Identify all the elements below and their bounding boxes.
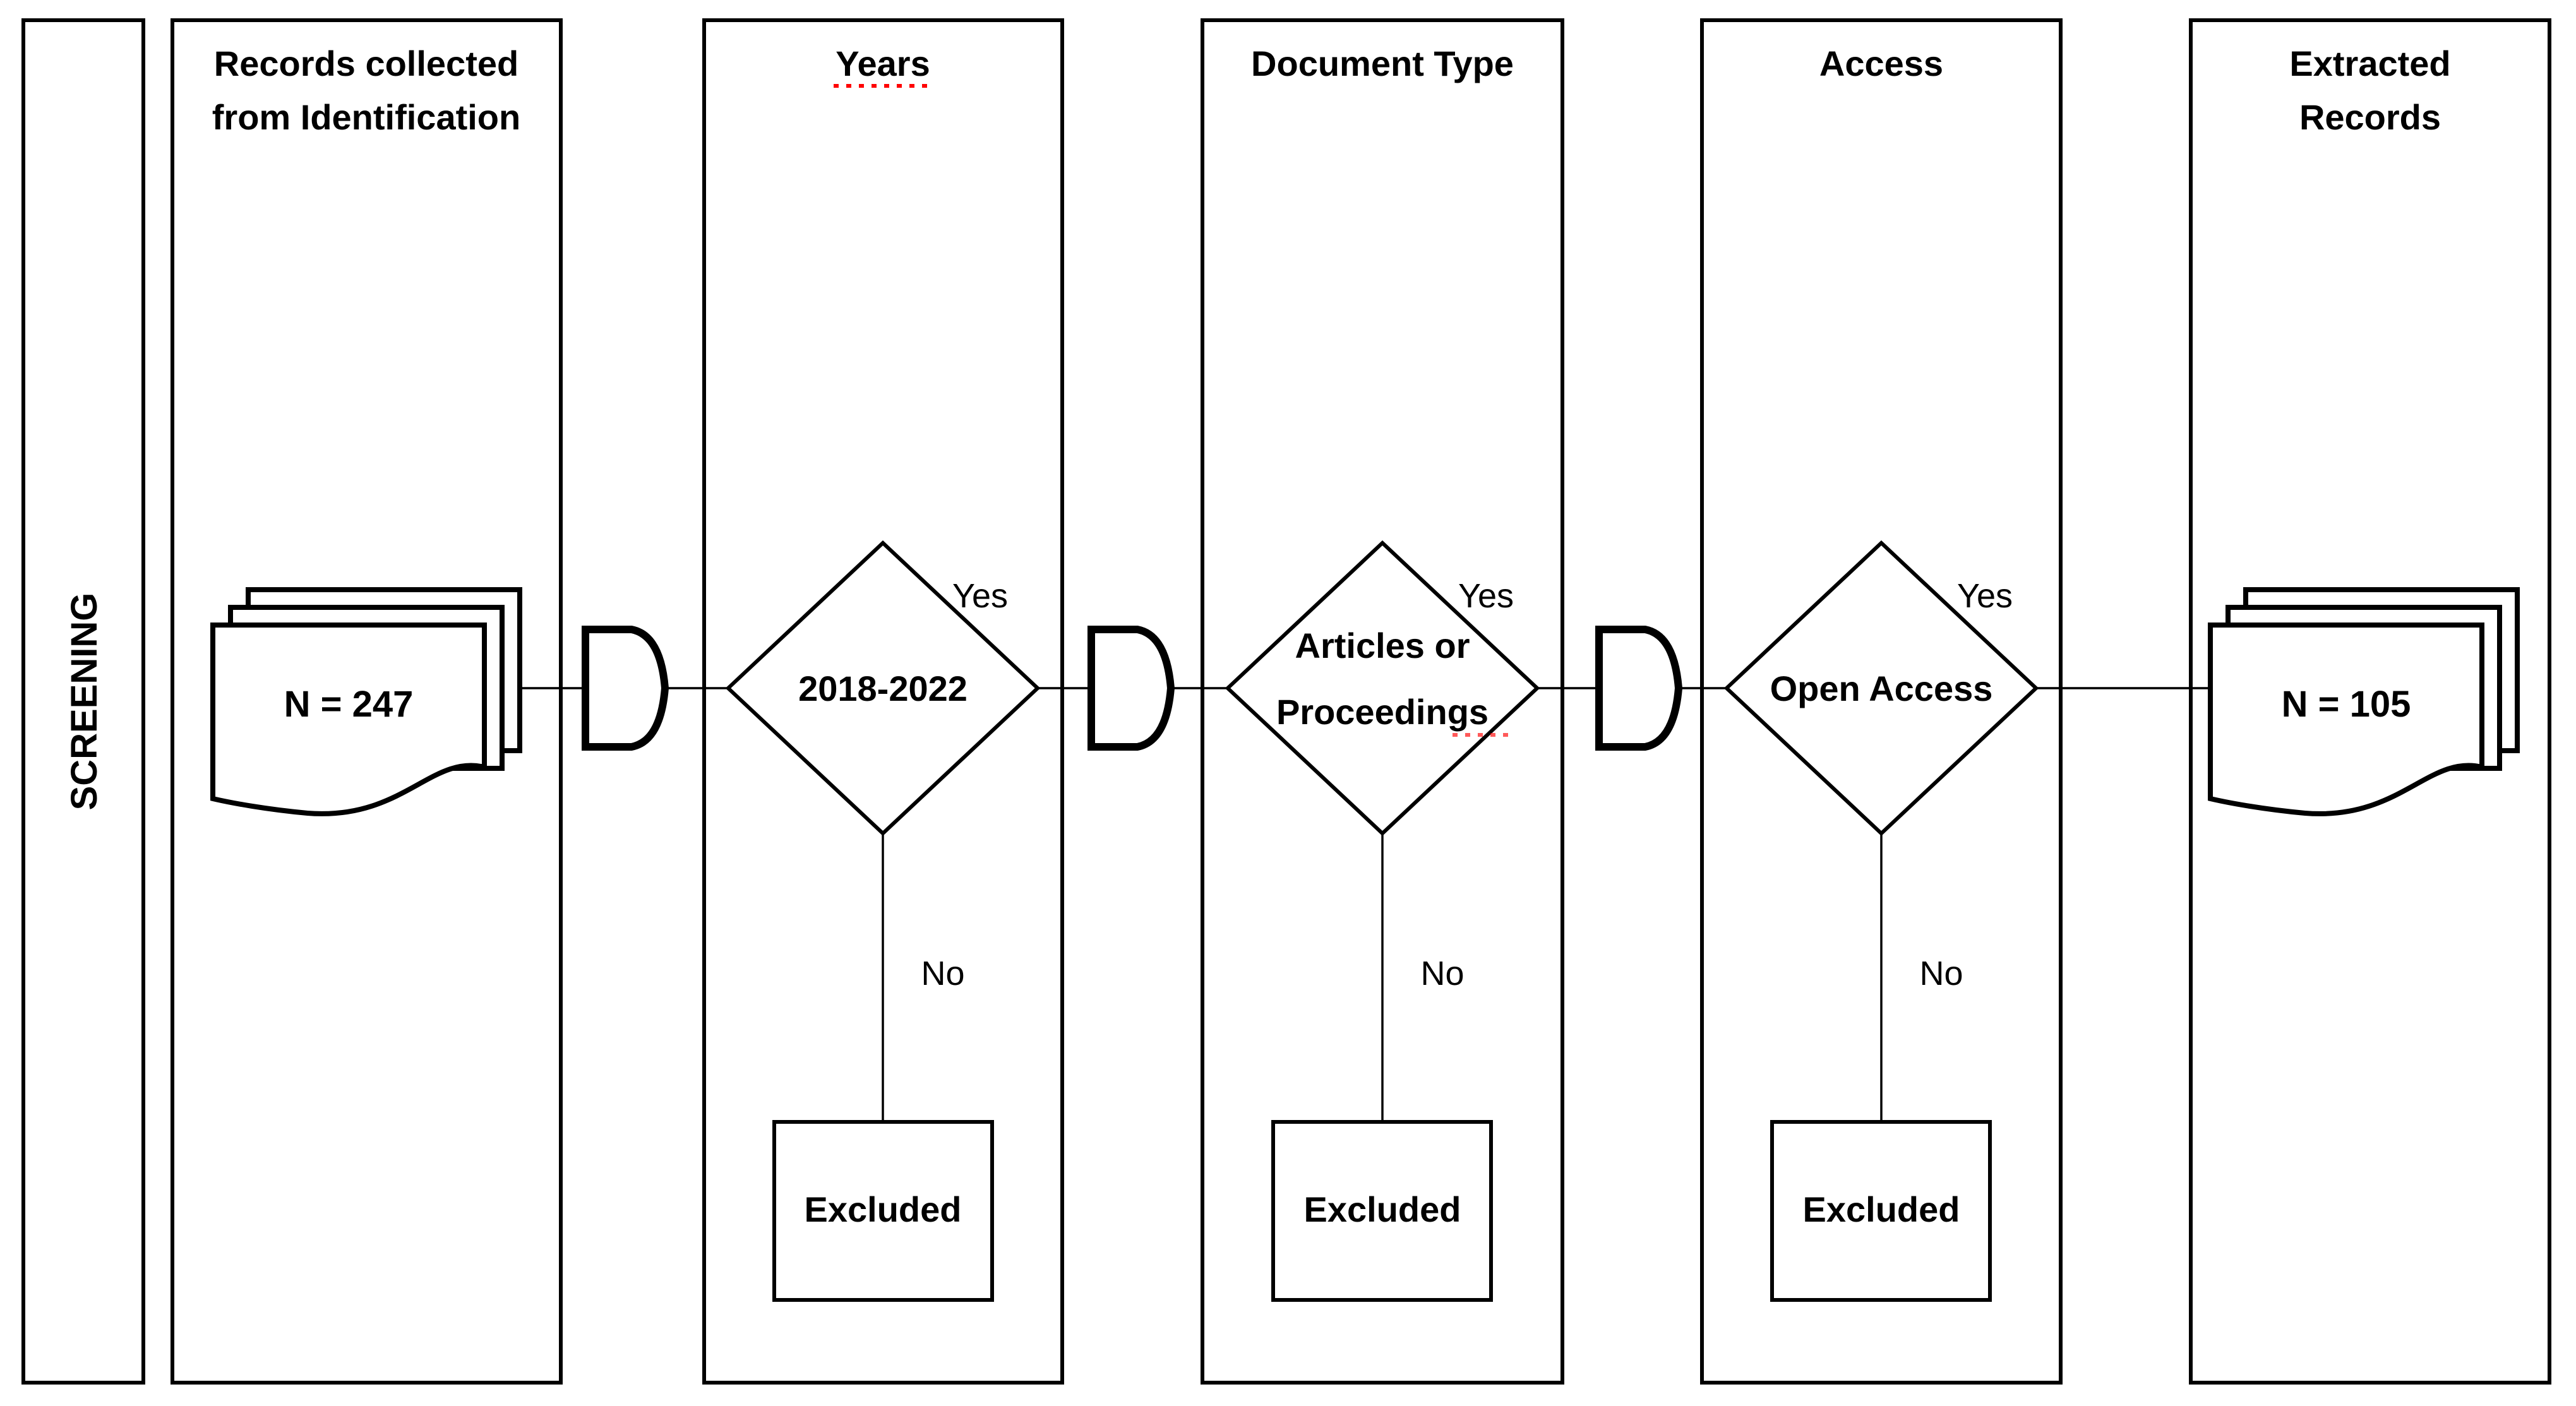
no-label-access: No: [1919, 955, 1963, 992]
decision-diamond-document-type: [1225, 540, 1540, 837]
document-page-front-icon: [210, 623, 487, 816]
decision-diamond-years: [725, 540, 1041, 837]
panel-title-extracted-line1: Extracted: [2289, 44, 2450, 83]
panel-title-extracted-line2: Records: [2299, 97, 2441, 137]
panel-title-document-type: Document Type: [1251, 44, 1514, 83]
yes-label-access: Yes: [1957, 577, 2013, 615]
document-stack-start: N = 247: [210, 587, 522, 816]
document-page-front-icon: [2208, 623, 2484, 816]
panel-title-records-line1: Records collected: [214, 44, 518, 83]
decision-label-years: 2018-2022: [798, 669, 967, 708]
excluded-label-access: Excluded: [1803, 1189, 1960, 1229]
yes-label-document-type: Yes: [1458, 577, 1514, 615]
panel-title-records-line2: from Identification: [212, 97, 520, 137]
excluded-box-access: [1770, 1120, 1992, 1302]
flow-connector-icon-2: [1087, 626, 1175, 751]
excluded-box-document-type: [1271, 1120, 1493, 1302]
decision-label-document-type-line1: Articles or: [1295, 626, 1470, 665]
excluded-label-years: Excluded: [805, 1189, 962, 1229]
no-label-years: No: [921, 955, 964, 992]
panel-title-years: Years: [836, 44, 930, 83]
flow-connector-icon-1: [582, 626, 669, 751]
document-stack-end: N = 105: [2208, 587, 2520, 816]
decision-label-document-type-line2: Proceedings: [1276, 692, 1489, 732]
screening-lane-box: [21, 18, 145, 1385]
start-count-label: N = 247: [284, 684, 414, 725]
panel-title-access: Access: [1819, 44, 1943, 83]
excluded-box-years: [772, 1120, 994, 1302]
no-label-document-type: No: [1420, 955, 1464, 992]
end-count-label: N = 105: [2282, 684, 2411, 725]
decision-diamond-access: [1723, 540, 2039, 837]
excluded-label-document-type: Excluded: [1304, 1189, 1461, 1229]
yes-label-years: Yes: [952, 577, 1008, 615]
phase-label: SCREENING: [64, 593, 105, 811]
flow-connector-icon-3: [1595, 626, 1683, 751]
decision-label-access: Open Access: [1770, 669, 1993, 708]
